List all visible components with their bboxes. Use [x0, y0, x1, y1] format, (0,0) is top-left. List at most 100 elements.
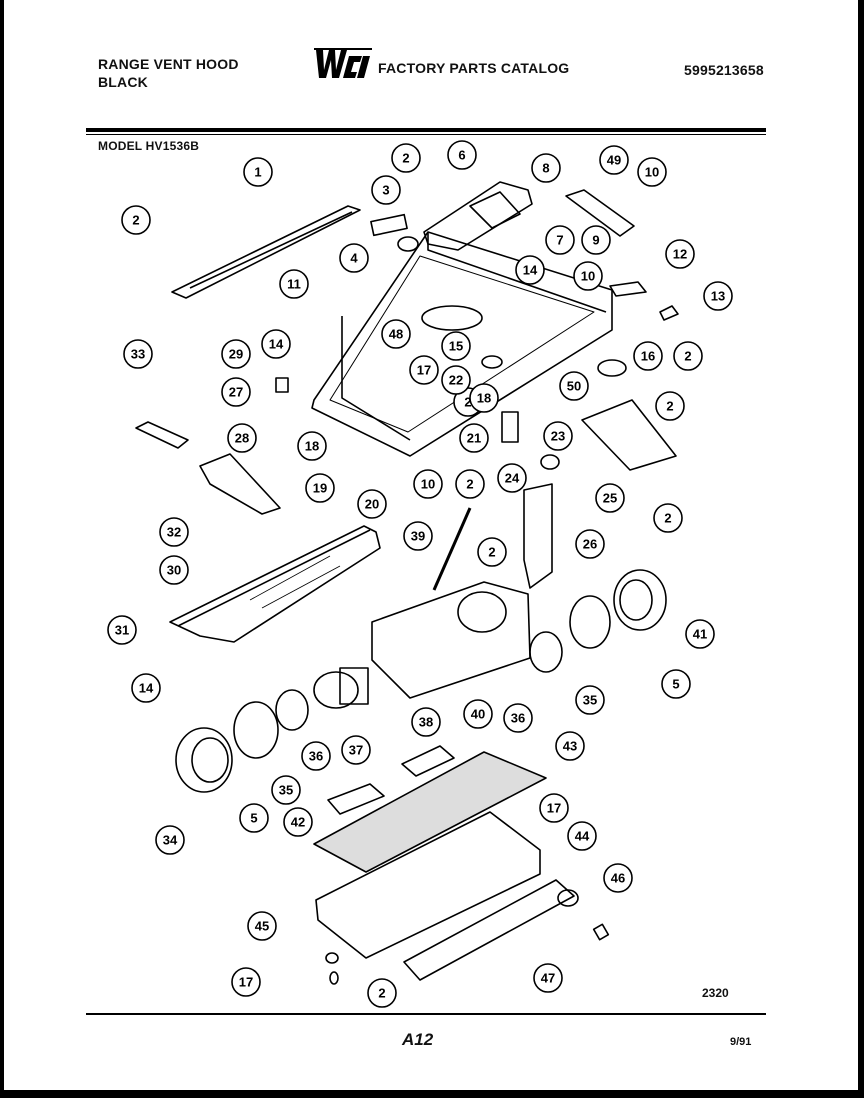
callout-40: 40: [463, 699, 493, 729]
part-top-rail: [171, 205, 361, 299]
part-43-filter: [313, 751, 547, 873]
callout-circle: [341, 735, 371, 765]
callout-circle: [539, 793, 569, 823]
callout-14: 14: [131, 673, 161, 703]
callout-circle: [459, 423, 489, 453]
callout-label: 25: [603, 491, 617, 506]
callout-label: 27: [229, 385, 243, 400]
callout-8: 8: [531, 153, 561, 183]
catalog-title: FACTORY PARTS CATALOG: [378, 60, 570, 76]
callout-1: 1: [243, 157, 273, 187]
callout-49: 49: [599, 145, 629, 175]
callout-circle: [455, 469, 485, 499]
part-40-blower-housing: [371, 581, 531, 699]
callout-circle: [227, 423, 257, 453]
callout-17: 17: [409, 355, 439, 385]
callout-circle: [661, 669, 691, 699]
callout-46: 46: [603, 863, 633, 893]
callout-circle: [559, 371, 589, 401]
part-35-right: [569, 595, 611, 649]
part-23: [540, 454, 560, 470]
callout-label: 34: [163, 833, 178, 848]
callout-2: 2: [455, 469, 485, 499]
callout-18: 18: [469, 383, 499, 413]
callout-2: 2: [477, 537, 507, 567]
part-25-cover: [581, 399, 677, 471]
callout-label: 38: [419, 715, 433, 730]
callout-label: 16: [641, 349, 655, 364]
callout-circle: [543, 421, 573, 451]
callout-circle: [515, 255, 545, 285]
callout-43: 43: [555, 731, 585, 761]
callout-label: 2: [488, 545, 495, 560]
callout-circle: [305, 473, 335, 503]
callout-2: 2: [391, 143, 421, 173]
callout-label: 2: [684, 349, 691, 364]
callout-label: 48: [389, 327, 403, 342]
callout-label: 17: [239, 975, 253, 990]
callout-label: 3: [382, 183, 389, 198]
callout-circle: [261, 329, 291, 359]
callout-label: 9: [592, 233, 599, 248]
callout-2: 2: [673, 341, 703, 371]
callout-circle: [381, 319, 411, 349]
callout-circle: [131, 673, 161, 703]
callout-label: 2: [132, 213, 139, 228]
callout-28: 28: [227, 423, 257, 453]
callout-circle: [665, 239, 695, 269]
callout-circle: [413, 469, 443, 499]
callout-circle: [239, 803, 269, 833]
callout-label: 10: [645, 165, 659, 180]
callout-label: 7: [556, 233, 563, 248]
callout-label: 21: [467, 431, 481, 446]
callout-label: 5: [250, 811, 257, 826]
callout-circle: [573, 261, 603, 291]
part-41-blower-wheel: [613, 569, 667, 631]
callout-label: 14: [523, 263, 538, 278]
callout-9: 9: [581, 225, 611, 255]
callout-16: 16: [633, 341, 663, 371]
callout-circle: [603, 863, 633, 893]
callout-label: 2: [464, 395, 471, 410]
callout-circle: [159, 555, 189, 585]
callout-circle: [121, 205, 151, 235]
callout-circle: [107, 615, 137, 645]
callout-circle: [357, 489, 387, 519]
callout-label: 12: [673, 247, 687, 262]
callout-label: 22: [449, 373, 463, 388]
revision-date: 9/91: [730, 1036, 752, 1048]
callout-17: 17: [539, 793, 569, 823]
callout-label: 20: [365, 497, 379, 512]
callout-circle: [243, 157, 273, 187]
part-28-switch-bracket: [199, 453, 281, 515]
callout-circle: [391, 143, 421, 173]
callout-22: 22: [441, 365, 471, 395]
callout-label: 15: [449, 339, 463, 354]
callout-14: 14: [261, 329, 291, 359]
callout-circle: [155, 825, 185, 855]
callout-6: 6: [447, 140, 477, 170]
callout-circle: [301, 741, 331, 771]
callout-41: 41: [685, 619, 715, 649]
callout-circle: [339, 243, 369, 273]
callout-circle: [279, 269, 309, 299]
callout-label: 28: [235, 431, 249, 446]
part-21: [501, 411, 519, 443]
callout-label: 47: [541, 971, 555, 986]
callout-3: 3: [371, 175, 401, 205]
callout-35: 35: [271, 775, 301, 805]
callout-label: 30: [167, 563, 181, 578]
callout-circle: [555, 731, 585, 761]
part-39-rod: [432, 507, 472, 591]
callout-circle: [247, 911, 277, 941]
callout-15: 15: [441, 331, 471, 361]
part-13: [659, 305, 679, 321]
callout-17: 17: [231, 967, 261, 997]
callout-2: 2: [653, 503, 683, 533]
part-37-motor: [313, 671, 359, 709]
callout-label: 17: [547, 801, 561, 816]
callout-circle: [231, 967, 261, 997]
callout-label: 44: [575, 829, 590, 844]
callout-circle: [123, 339, 153, 369]
